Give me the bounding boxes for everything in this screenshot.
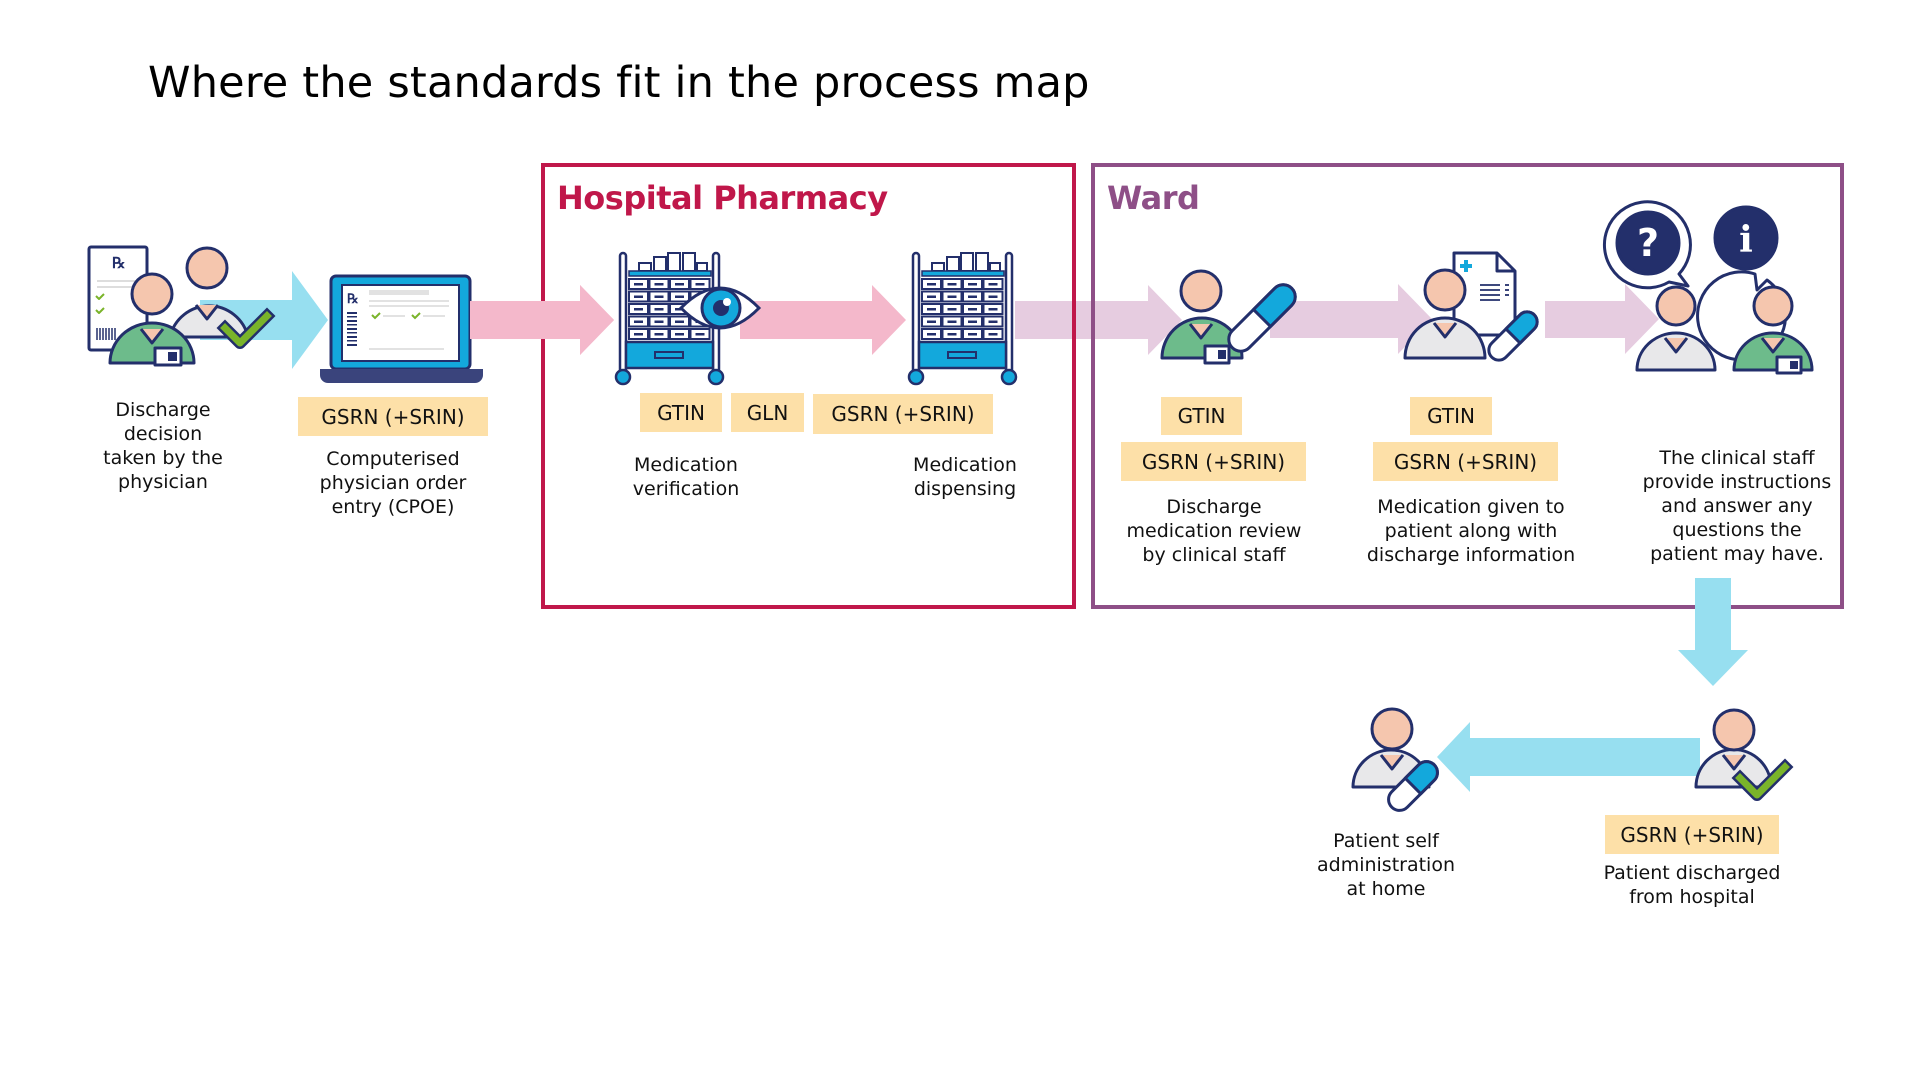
laptop-prescription-icon: ℞: [320, 274, 483, 383]
physician-prescription-icon: ℞: [87, 245, 276, 367]
page-title: Where the standards fit in the process m…: [148, 58, 1090, 108]
patient-check-icon: [1694, 708, 1794, 801]
step-label-self-administration: Patient self administration at home: [1317, 829, 1455, 901]
cart-body: [907, 251, 1018, 386]
svg-text:℞: ℞: [347, 292, 359, 307]
label-line: Discharge: [115, 399, 211, 421]
tag-discharged-gsrn: GSRN (+SRIN): [1605, 815, 1779, 854]
tag-cpoe-gsrn: GSRN (+SRIN): [298, 397, 488, 436]
svg-text:?: ?: [1637, 221, 1659, 265]
label-line: physician: [118, 471, 208, 493]
label-line: administration: [1316, 854, 1456, 876]
label-line: discharge information: [1366, 544, 1576, 566]
tag-review-gtin: GTIN: [1161, 397, 1242, 435]
step-label-instructions: The clinical staff provide instructions …: [1643, 446, 1832, 566]
label-line: Computerised: [326, 448, 460, 470]
label-line: Medication given to: [1377, 496, 1565, 518]
label-line: patient along with: [1384, 520, 1558, 542]
label-line: Patient discharged: [1603, 862, 1781, 884]
label-line: dispensing: [913, 478, 1017, 500]
label-line: at home: [1346, 878, 1426, 900]
medication-cart-icon: [907, 251, 1018, 386]
tag-given-gsrn: GSRN (+SRIN): [1373, 442, 1558, 481]
step-label-given: Medication given to patient along with d…: [1367, 495, 1575, 567]
label-line: Discharge: [1166, 496, 1262, 518]
label-line: Medication: [913, 454, 1017, 476]
zone-title-pharmacy: Hospital Pharmacy: [557, 179, 888, 217]
step-label-verification: Medication verification: [633, 453, 739, 501]
arrow-dispensing-to-review: [1015, 285, 1182, 355]
tag-given-gtin: GTIN: [1410, 397, 1492, 435]
label-line: patient may have.: [1650, 543, 1824, 565]
label-line: and answer any: [1661, 495, 1813, 517]
zone-hospital-pharmacy: Hospital Pharmacy: [541, 163, 1076, 609]
patient-pill-icon: [1351, 707, 1439, 812]
label-line: physician order: [319, 472, 467, 494]
zone-ward: Ward: [1091, 163, 1844, 609]
label-line: medication review: [1126, 520, 1302, 542]
tag-verification-gln: GLN: [731, 393, 804, 432]
label-line: verification: [632, 478, 740, 500]
step-label-discharge-decision: Discharge decision taken by the physicia…: [103, 398, 223, 494]
medication-cart-eye-icon: [614, 251, 762, 386]
label-line: taken by the: [103, 447, 223, 469]
arrow-given-to-instructions: [1545, 284, 1659, 354]
arrow-discharged-to-home: [1437, 722, 1700, 792]
label-line: The clinical staff: [1659, 447, 1815, 469]
zone-title-ward: Ward: [1107, 179, 1200, 217]
arrow-review-to-given: [1270, 284, 1432, 354]
question-bubble-icon: ?: [1602, 200, 1692, 290]
label-line: questions the: [1672, 519, 1802, 541]
label-line: provide instructions: [1642, 471, 1832, 493]
svg-text:℞: ℞: [112, 254, 125, 272]
patient-document-pill-icon: [1403, 251, 1539, 362]
eye-icon: [678, 286, 762, 330]
label-line: from hospital: [1629, 886, 1755, 908]
step-label-discharged: Patient discharged from hospital: [1604, 861, 1781, 909]
tag-dispensing-gsrn: GSRN (+SRIN): [813, 394, 993, 434]
label-line: decision: [123, 423, 203, 445]
tag-review-gsrn: GSRN (+SRIN): [1121, 442, 1306, 481]
label-line: entry (CPOE): [331, 496, 455, 518]
arrow-verification-to-dispensing: [740, 285, 906, 355]
step-label-dispensing: Medication dispensing: [913, 453, 1017, 501]
nurse-pill-icon: [1160, 269, 1297, 365]
question-info-speech-icon: ? i: [1602, 200, 1814, 375]
label-line: Patient self: [1333, 830, 1439, 852]
label-line: Medication: [634, 454, 738, 476]
step-label-cpoe: Computerised physician order entry (CPOE…: [320, 447, 467, 519]
svg-text:i: i: [1739, 219, 1753, 261]
label-line: by clinical staff: [1142, 544, 1286, 566]
step-label-review: Discharge medication review by clinical …: [1127, 495, 1302, 567]
tag-verification-gtin: GTIN: [640, 393, 722, 432]
